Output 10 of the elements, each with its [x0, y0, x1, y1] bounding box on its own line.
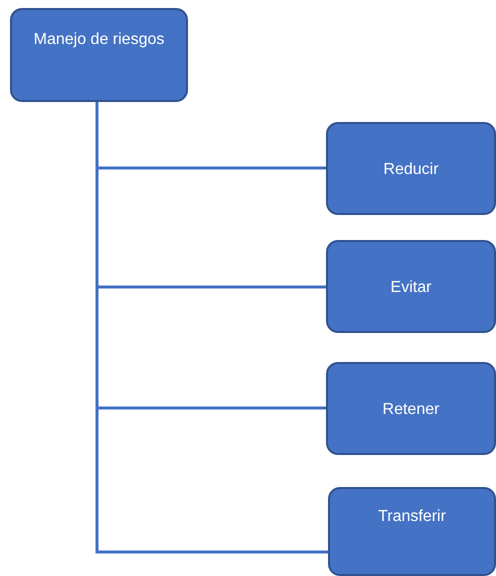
process-box — [10, 8, 188, 102]
process-box — [326, 122, 496, 215]
box-label: Transferir — [377, 507, 447, 527]
process-box — [326, 240, 496, 333]
box-label: Retener — [382, 400, 440, 420]
box-label: Evitar — [390, 278, 432, 298]
box-label: Manejo de riesgos — [32, 30, 166, 50]
box-label: Reducir — [382, 160, 440, 180]
process-box — [326, 362, 496, 455]
process-box — [328, 487, 496, 576]
